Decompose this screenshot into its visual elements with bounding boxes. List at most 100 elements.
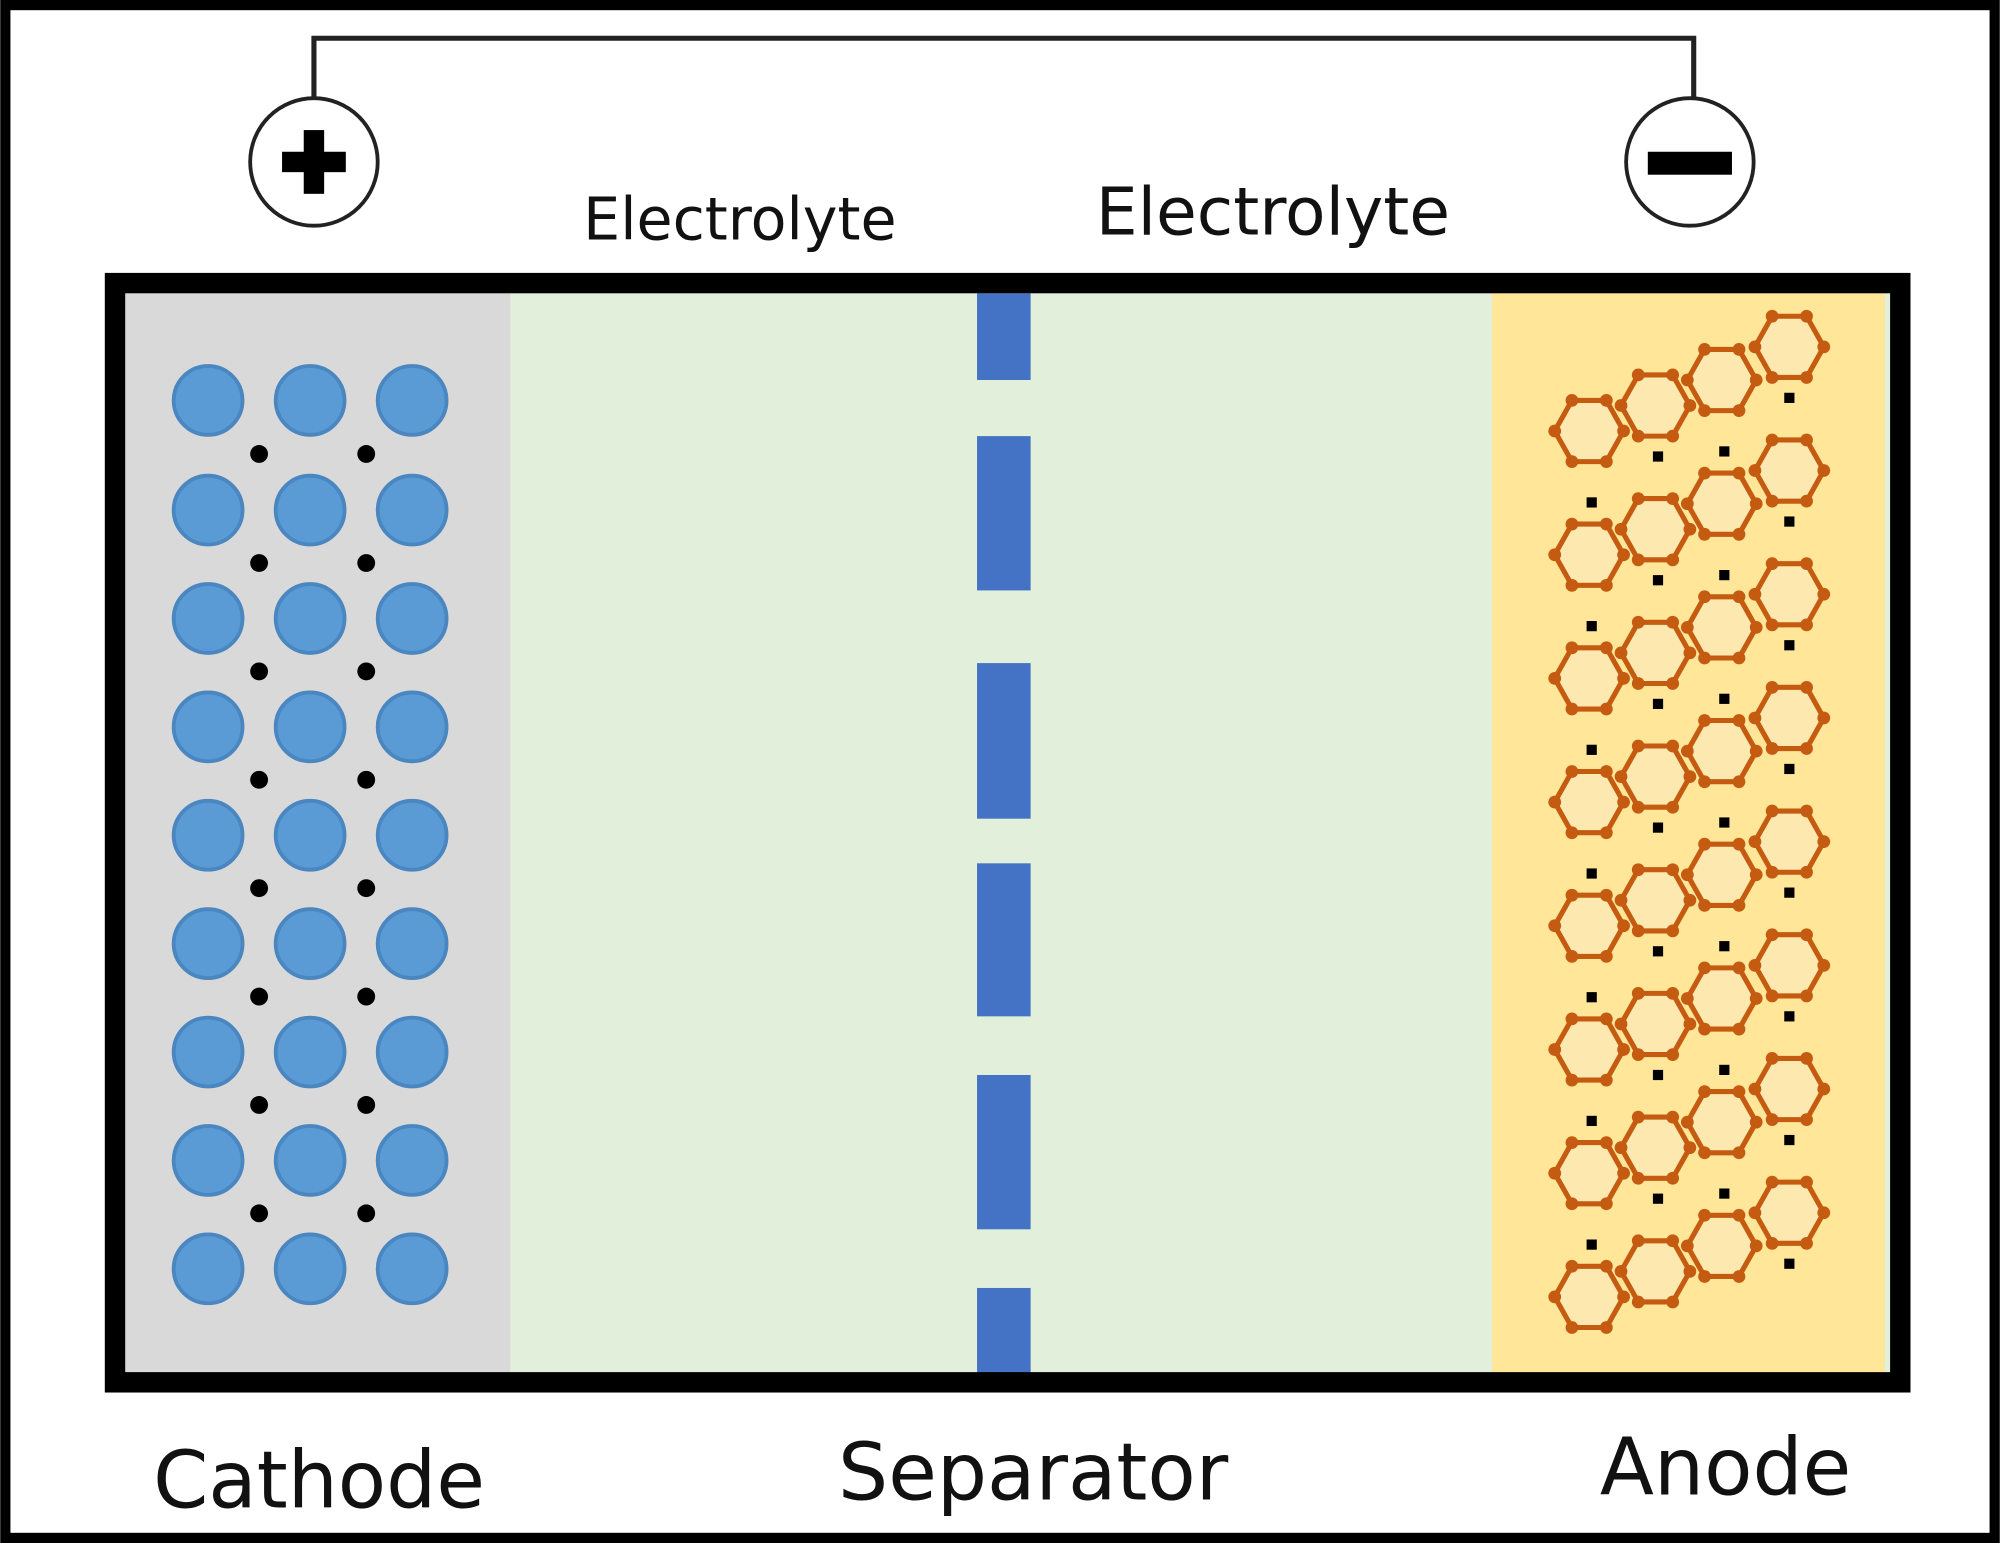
lithium-ion <box>357 1096 376 1114</box>
lithium-ion <box>357 554 376 572</box>
graphite-hexagon <box>1748 928 1831 1003</box>
lithium-ion <box>1719 941 1730 952</box>
separator-label: Separator <box>838 1427 1229 1519</box>
lithium-ion <box>1652 1069 1664 1081</box>
lithium-ion <box>357 662 376 681</box>
lithium-ion <box>1652 451 1664 462</box>
cathode-atom <box>171 798 245 872</box>
lithium-ion <box>357 445 376 463</box>
electrolyte-label-right: Electrolyte <box>1096 173 1450 251</box>
lithium-ion <box>1784 516 1795 527</box>
graphite-hexagon <box>1748 1175 1831 1250</box>
cathode-atom <box>273 798 347 872</box>
lithium-ion <box>1719 570 1730 581</box>
graphite-hexagon <box>1614 615 1697 690</box>
anode-label: Anode <box>1600 1422 1851 1514</box>
negative-terminal <box>1624 96 1756 228</box>
cathode-atom <box>273 582 347 655</box>
lithium-ion <box>250 554 269 572</box>
lithium-ion <box>1784 1011 1795 1022</box>
lithium-ion <box>1784 1134 1795 1146</box>
cathode-atom <box>273 907 347 980</box>
graphite-hexagon <box>1614 1110 1697 1185</box>
lithium-ion <box>1719 1188 1730 1199</box>
graphite-hexagon <box>1548 1136 1630 1211</box>
lithium-ion <box>1586 497 1597 508</box>
separator <box>977 293 1031 1375</box>
graphite-hexagon <box>1548 1259 1630 1334</box>
graphite-hexagon <box>1680 1208 1763 1283</box>
separator-segment <box>977 863 1031 1017</box>
cathode-atom <box>273 1232 347 1306</box>
lithium-ion <box>1784 640 1795 651</box>
lithium-ion <box>1586 1115 1597 1127</box>
lithium-ion <box>1652 1193 1664 1204</box>
lithium-ion <box>1652 698 1664 710</box>
cathode-atom <box>171 364 245 437</box>
cathode-atom <box>273 690 347 764</box>
lithium-ion <box>250 879 269 898</box>
cathode-atom <box>375 473 449 547</box>
graphite-hexagon <box>1748 309 1831 384</box>
lithium-ion <box>357 879 376 898</box>
graphite-hexagon <box>1614 863 1697 938</box>
lithium-ion <box>357 770 376 789</box>
lithium-ion <box>1652 575 1664 586</box>
lithium-ion <box>250 1204 269 1223</box>
cathode-atom <box>171 582 245 655</box>
cathode-atom <box>273 473 347 547</box>
cathode-atom <box>375 364 449 437</box>
graphite-hexagon <box>1548 1012 1630 1087</box>
graphite-hexagon <box>1548 517 1630 592</box>
graphite-hexagon <box>1614 368 1697 443</box>
graphite-hexagon <box>1548 394 1630 469</box>
graphite-hexagon <box>1748 433 1831 508</box>
cathode-atom <box>171 907 245 980</box>
lithium-ion <box>357 987 376 1006</box>
lithium-ion <box>250 987 269 1006</box>
lithium-ion <box>1784 392 1795 403</box>
lithium-ion <box>357 1204 376 1223</box>
graphite-hexagon <box>1748 804 1831 879</box>
graphite-hexagon <box>1614 1234 1697 1309</box>
lithium-ion <box>1586 868 1597 879</box>
lithium-ion <box>1784 887 1795 898</box>
lithium-ion <box>1652 946 1664 957</box>
graphite-hexagon <box>1748 1052 1831 1127</box>
separator-segment <box>977 1287 1031 1375</box>
graphite-hexagon <box>1680 590 1763 665</box>
cathode-atom <box>273 1015 347 1089</box>
graphite-hexagon <box>1680 1085 1763 1160</box>
cathode-label: Cathode <box>153 1434 485 1526</box>
lithium-ion <box>1652 822 1664 833</box>
lithium-ion <box>250 662 269 681</box>
cathode-atom <box>273 364 347 437</box>
lithium-ion <box>1719 1064 1730 1075</box>
cathode-atoms <box>171 364 449 1306</box>
graphite-hexagon <box>1680 961 1763 1036</box>
lithium-ion <box>1719 446 1730 457</box>
lithium-ion <box>1784 763 1795 775</box>
cathode-atom <box>375 582 449 655</box>
lithium-ion <box>1719 693 1730 704</box>
graphite-hexagon <box>1680 714 1763 789</box>
cathode-atom <box>171 473 245 547</box>
cathode-atom <box>375 798 449 872</box>
cathode-atom <box>171 1015 245 1089</box>
graphite-hexagon <box>1680 343 1763 417</box>
cathode-atom <box>273 1124 347 1197</box>
cathode-atom <box>375 1015 449 1089</box>
cathode-atom <box>375 1232 449 1306</box>
positive-terminal <box>248 96 380 228</box>
external-wire <box>311 35 1697 100</box>
cathode-atom <box>375 690 449 764</box>
cell-casing <box>104 272 1911 1393</box>
cathode-atom <box>171 1232 245 1306</box>
plus-icon <box>282 130 346 194</box>
graphite-hexagon <box>1748 680 1831 755</box>
separator-segment <box>977 663 1031 819</box>
separator-segment <box>977 293 1031 381</box>
graphite-hexagon <box>1680 837 1763 912</box>
cathode-atom <box>375 907 449 980</box>
